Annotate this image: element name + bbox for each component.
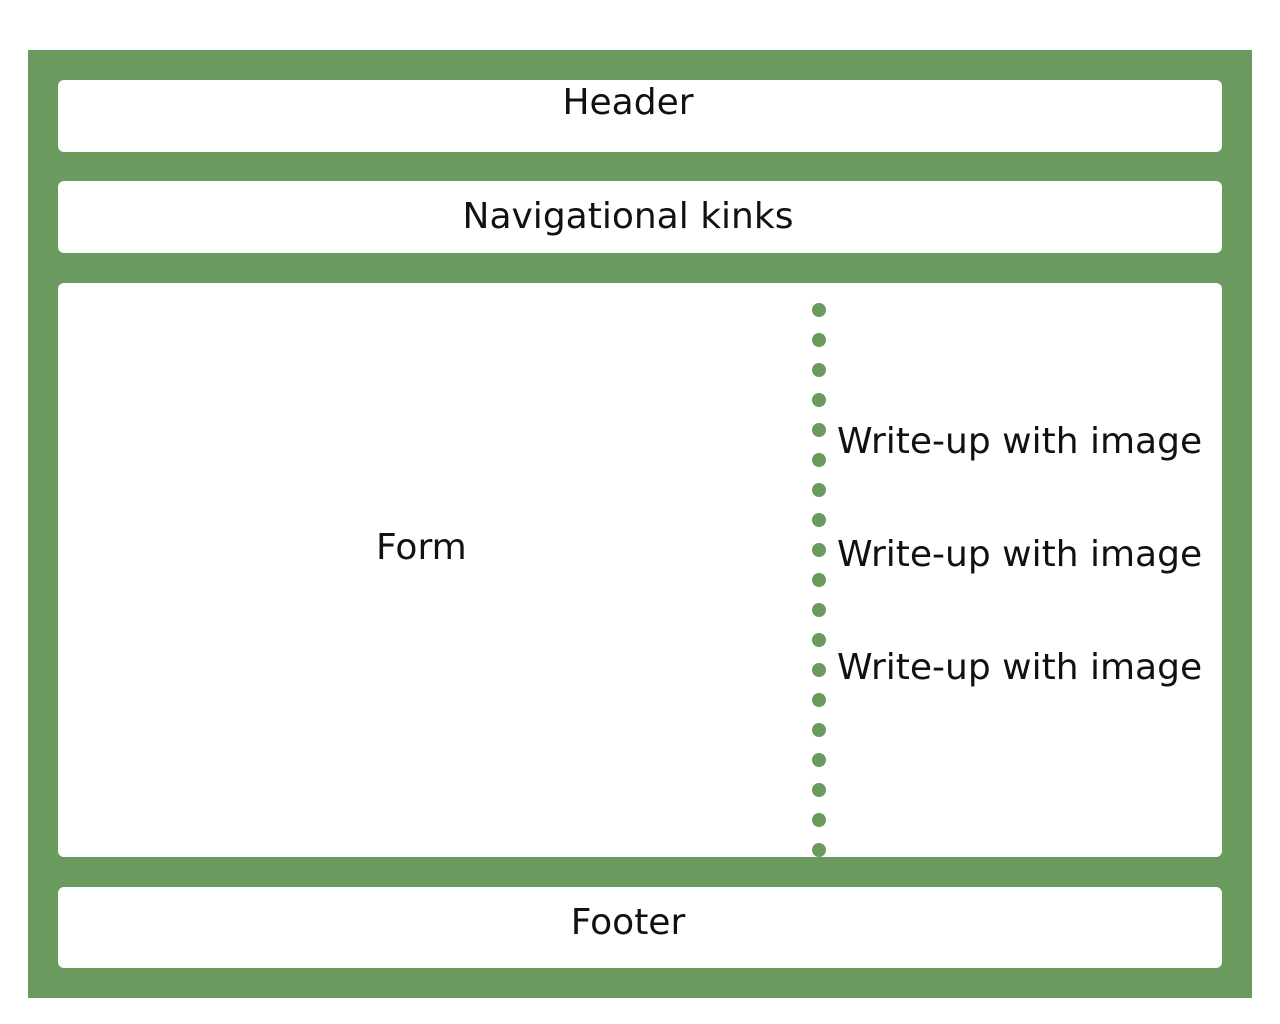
main-content-section: Form Write-up with image Write-up with i… (58, 283, 1222, 857)
navigation-label: Navigational kinks (462, 196, 794, 237)
footer-section: Footer (58, 887, 1222, 968)
writeup-item: Write-up with image (837, 534, 1203, 575)
header-label: Header (562, 82, 694, 123)
footer-label: Footer (570, 902, 686, 943)
navigation-section: Navigational kinks (58, 181, 1222, 253)
header-section: Header (58, 80, 1222, 152)
form-label: Form (376, 527, 467, 568)
writeup-item: Write-up with image (837, 647, 1203, 688)
writeup-item: Write-up with image (837, 421, 1203, 462)
